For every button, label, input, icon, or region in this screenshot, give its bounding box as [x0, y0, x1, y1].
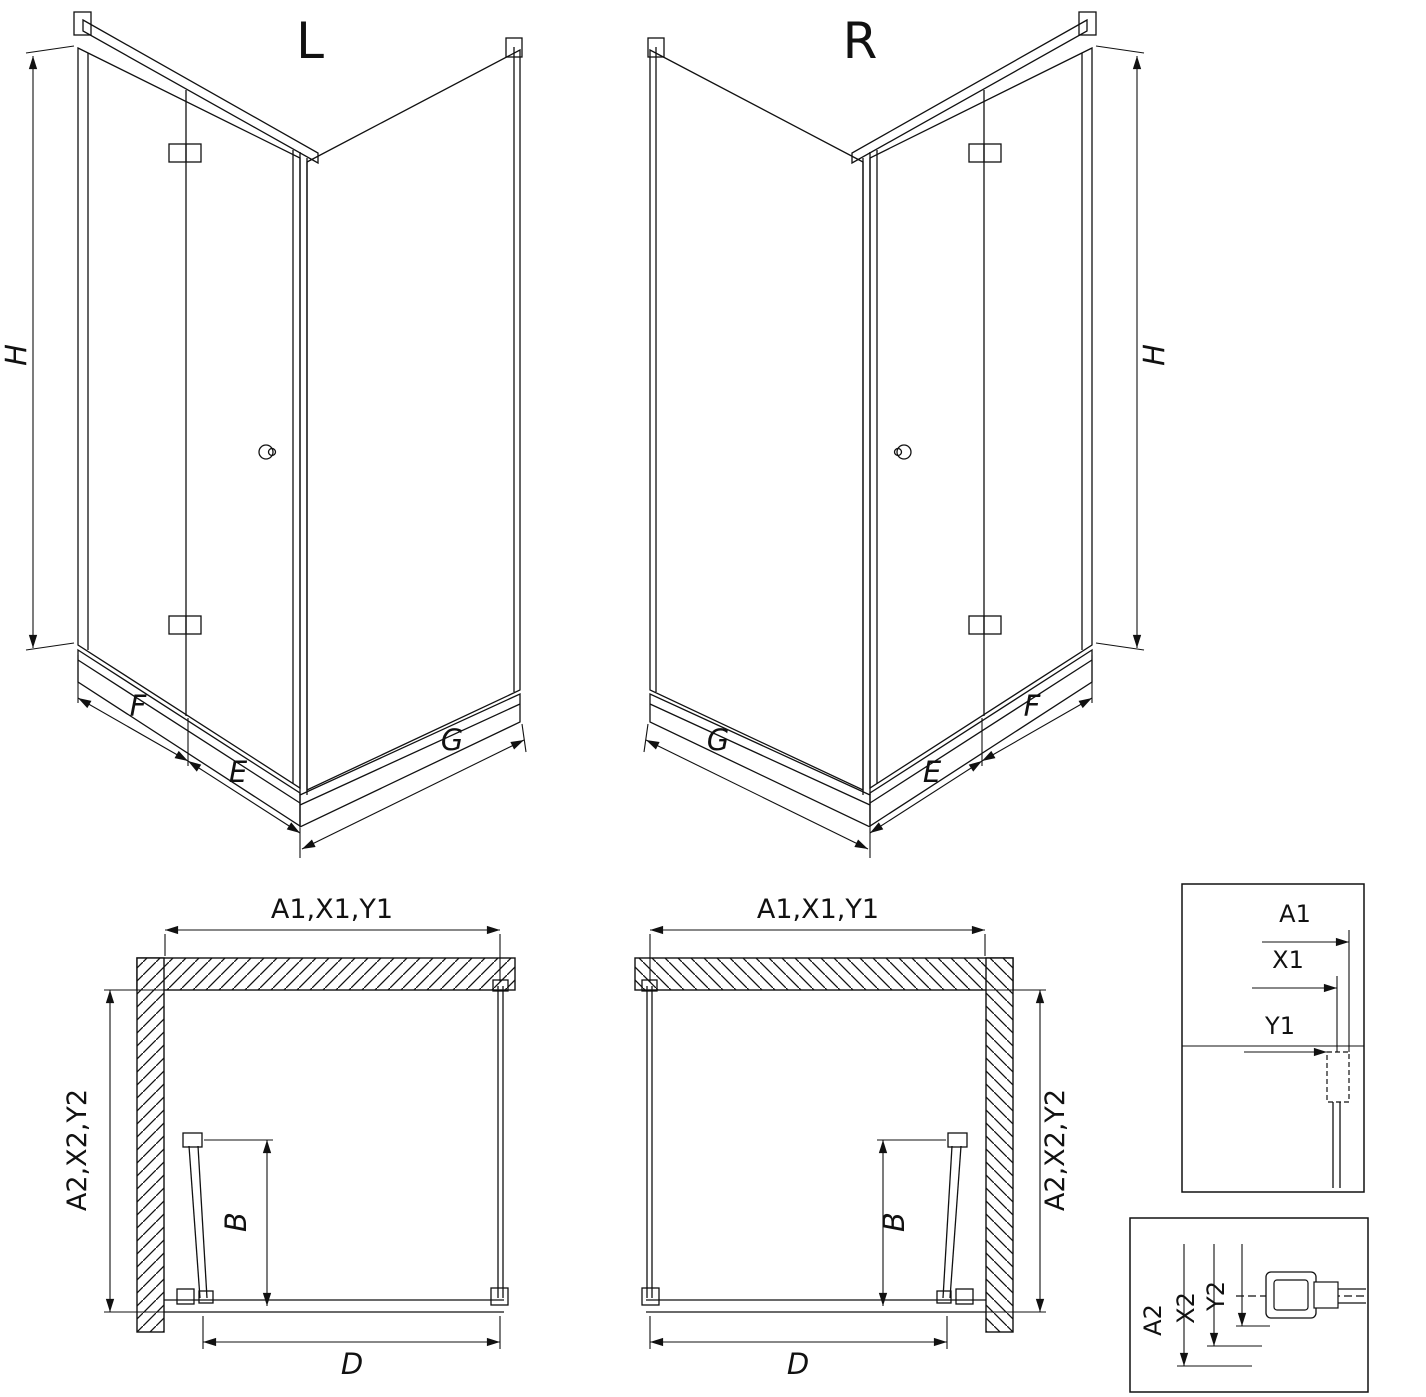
dim-label-e-r: E: [923, 755, 942, 789]
variant-title-l: L: [296, 12, 324, 70]
plan-dim-top-r: A1,X1,Y1: [757, 894, 879, 925]
elevation-view-r: R H F E G: [644, 12, 1171, 858]
dim-label-e-l: E: [229, 755, 248, 789]
detail-top-frame: [1181, 883, 1365, 1193]
plan-dim-side-r: A2,X2,Y2: [1040, 1089, 1071, 1211]
dim-label-f-l: F: [130, 689, 148, 723]
bottom-profile-clamp: [1313, 1281, 1339, 1309]
detail-dim-x2: X2: [1172, 1292, 1200, 1324]
plan-drawing-l: [104, 930, 515, 1349]
plan-dim-d-r: D: [787, 1347, 809, 1381]
plan-view-l: A1,X1,Y1 A2,X2,Y2 B D: [62, 894, 515, 1381]
plan-dim-top-l: A1,X1,Y1: [271, 894, 393, 925]
dim-label-h-r: H: [1137, 344, 1171, 366]
dim-label-h-l: H: [0, 344, 33, 366]
plan-dim-b-r: B: [877, 1212, 911, 1232]
dim-label-g-r: G: [707, 723, 729, 757]
detail-dim-y1: Y1: [1264, 1012, 1295, 1040]
detail-dim-x1: X1: [1272, 946, 1304, 974]
detail-dim-a1: A1: [1279, 900, 1311, 928]
variant-title-r: R: [843, 12, 878, 70]
detail-dim-y2: Y2: [1202, 1281, 1230, 1312]
detail-bottom-profile: A2 X2 Y2: [1129, 1217, 1369, 1393]
detail-top-profile: A1 X1 Y1: [1181, 883, 1365, 1193]
plan-dim-b-l: B: [219, 1212, 253, 1232]
dim-label-g-l: G: [441, 723, 463, 757]
plan-dim-d-l: D: [341, 1347, 363, 1381]
detail-dim-a2: A2: [1139, 1304, 1167, 1336]
dim-label-f-r: F: [1024, 689, 1042, 723]
wall-profile-section: [1326, 1051, 1350, 1103]
plan-dim-side-l: A2,X2,Y2: [62, 1089, 93, 1211]
plan-view-r: A1,X1,Y1 A2,X2,Y2 B D: [635, 894, 1071, 1381]
bottom-profile-inner: [1273, 1279, 1309, 1311]
plan-drawing-r: [635, 930, 1046, 1349]
elevation-view-l: L H F E G: [0, 12, 526, 858]
